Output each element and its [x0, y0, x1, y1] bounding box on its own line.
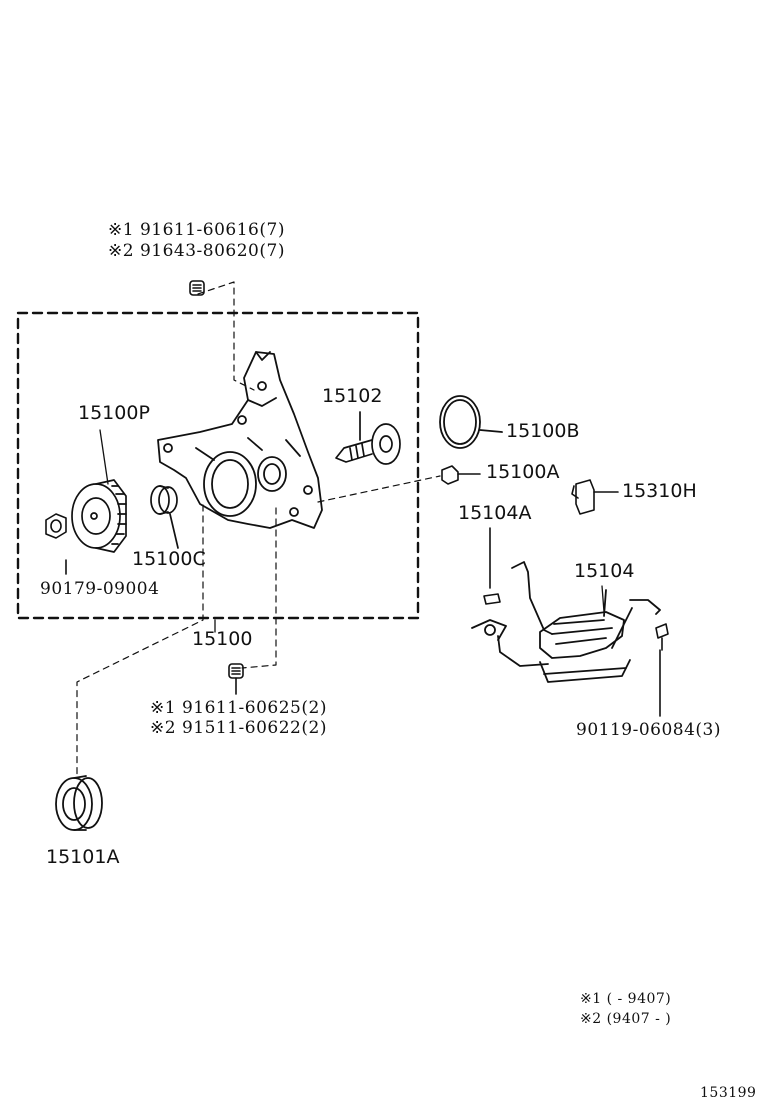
bolt-bottom-icon [228, 663, 244, 695]
gasket-15104a [483, 527, 501, 605]
oil-seal-15101a [55, 775, 103, 831]
part-90179-label: 90179-09004 [40, 579, 160, 599]
oil-pressure-switch [571, 479, 619, 515]
nut-90179 [45, 513, 67, 575]
note2-bottom-label: ※2 91511-60622(2) [150, 718, 327, 738]
dashed-leaders [76, 281, 441, 776]
oil-strainer [471, 561, 661, 683]
diagram-id: 153199 [700, 1085, 757, 1101]
part-15104-label: 15104 [574, 560, 635, 582]
note2-top-label: ※2 91643-80620(7) [108, 241, 285, 261]
part-15100p-label: 15100P [78, 402, 150, 424]
plug-15100a [441, 465, 481, 485]
oil-pump-housing [157, 351, 323, 529]
assembly-boundary-box [16, 311, 420, 620]
part-15100c-label: 15100C [132, 548, 206, 570]
note1-bottom-label: ※1 91611-60625(2) [150, 698, 327, 718]
part-15102-label: 15102 [322, 385, 383, 407]
part-15101a-label: 15101A [46, 846, 120, 868]
bolt-top-icon [189, 280, 205, 296]
legend-note1: ※1 ( - 9407) [580, 991, 672, 1007]
o-ring-15100b [439, 395, 503, 449]
note1-top-label: ※1 91611-60616(7) [108, 220, 285, 240]
relief-valve-15102 [335, 411, 401, 465]
bolt-90119 [655, 623, 669, 717]
part-15100-label: 15100 [192, 628, 253, 650]
part-15310h-label: 15310H [622, 480, 697, 502]
part-90119-label: 90119-06084(3) [576, 720, 721, 740]
part-15104a-label: 15104A [458, 502, 532, 524]
pump-rotor-gear [71, 479, 127, 553]
part-15100a-label: 15100A [486, 461, 560, 483]
legend-note2: ※2 (9407 - ) [580, 1011, 672, 1027]
solid-leaders [99, 429, 605, 633]
seal-ring-15100c [150, 485, 179, 549]
part-15100b-label: 15100B [506, 420, 580, 442]
